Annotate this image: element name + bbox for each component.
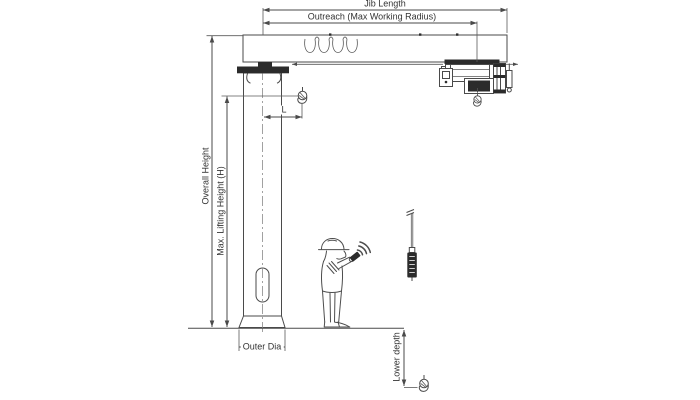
lower-depth-label: Lower depth (391, 330, 402, 384)
jib-length-label: Jib Length (362, 0, 408, 9)
wireless-signal-icon (356, 241, 372, 256)
base-plate (238, 315, 286, 328)
column (238, 70, 286, 334)
outreach-label: Outreach (Max Working Radius) (305, 11, 439, 22)
hoist-trolley-icon (439, 59, 513, 94)
overall-height-label: Overall Height (200, 145, 211, 207)
festoon-cable-icon (304, 36, 358, 53)
remote-control-icon (349, 251, 361, 262)
jib-beam (242, 33, 508, 63)
crane-hook-icon (418, 374, 429, 392)
slewing-bracket (237, 62, 289, 84)
outer-dia-label: Outer Dia (240, 341, 284, 352)
hook-offset-label: L (279, 104, 289, 115)
hard-hat-icon (321, 238, 345, 250)
max-lifting-height-label: Max. Lifting Height (H) (215, 164, 226, 258)
crane-hook-icon (297, 86, 308, 104)
dimension-lines (206, 7, 508, 386)
pendant-control-icon (406, 209, 417, 281)
operator-icon (318, 238, 372, 328)
crane-hook-icon (473, 91, 482, 107)
